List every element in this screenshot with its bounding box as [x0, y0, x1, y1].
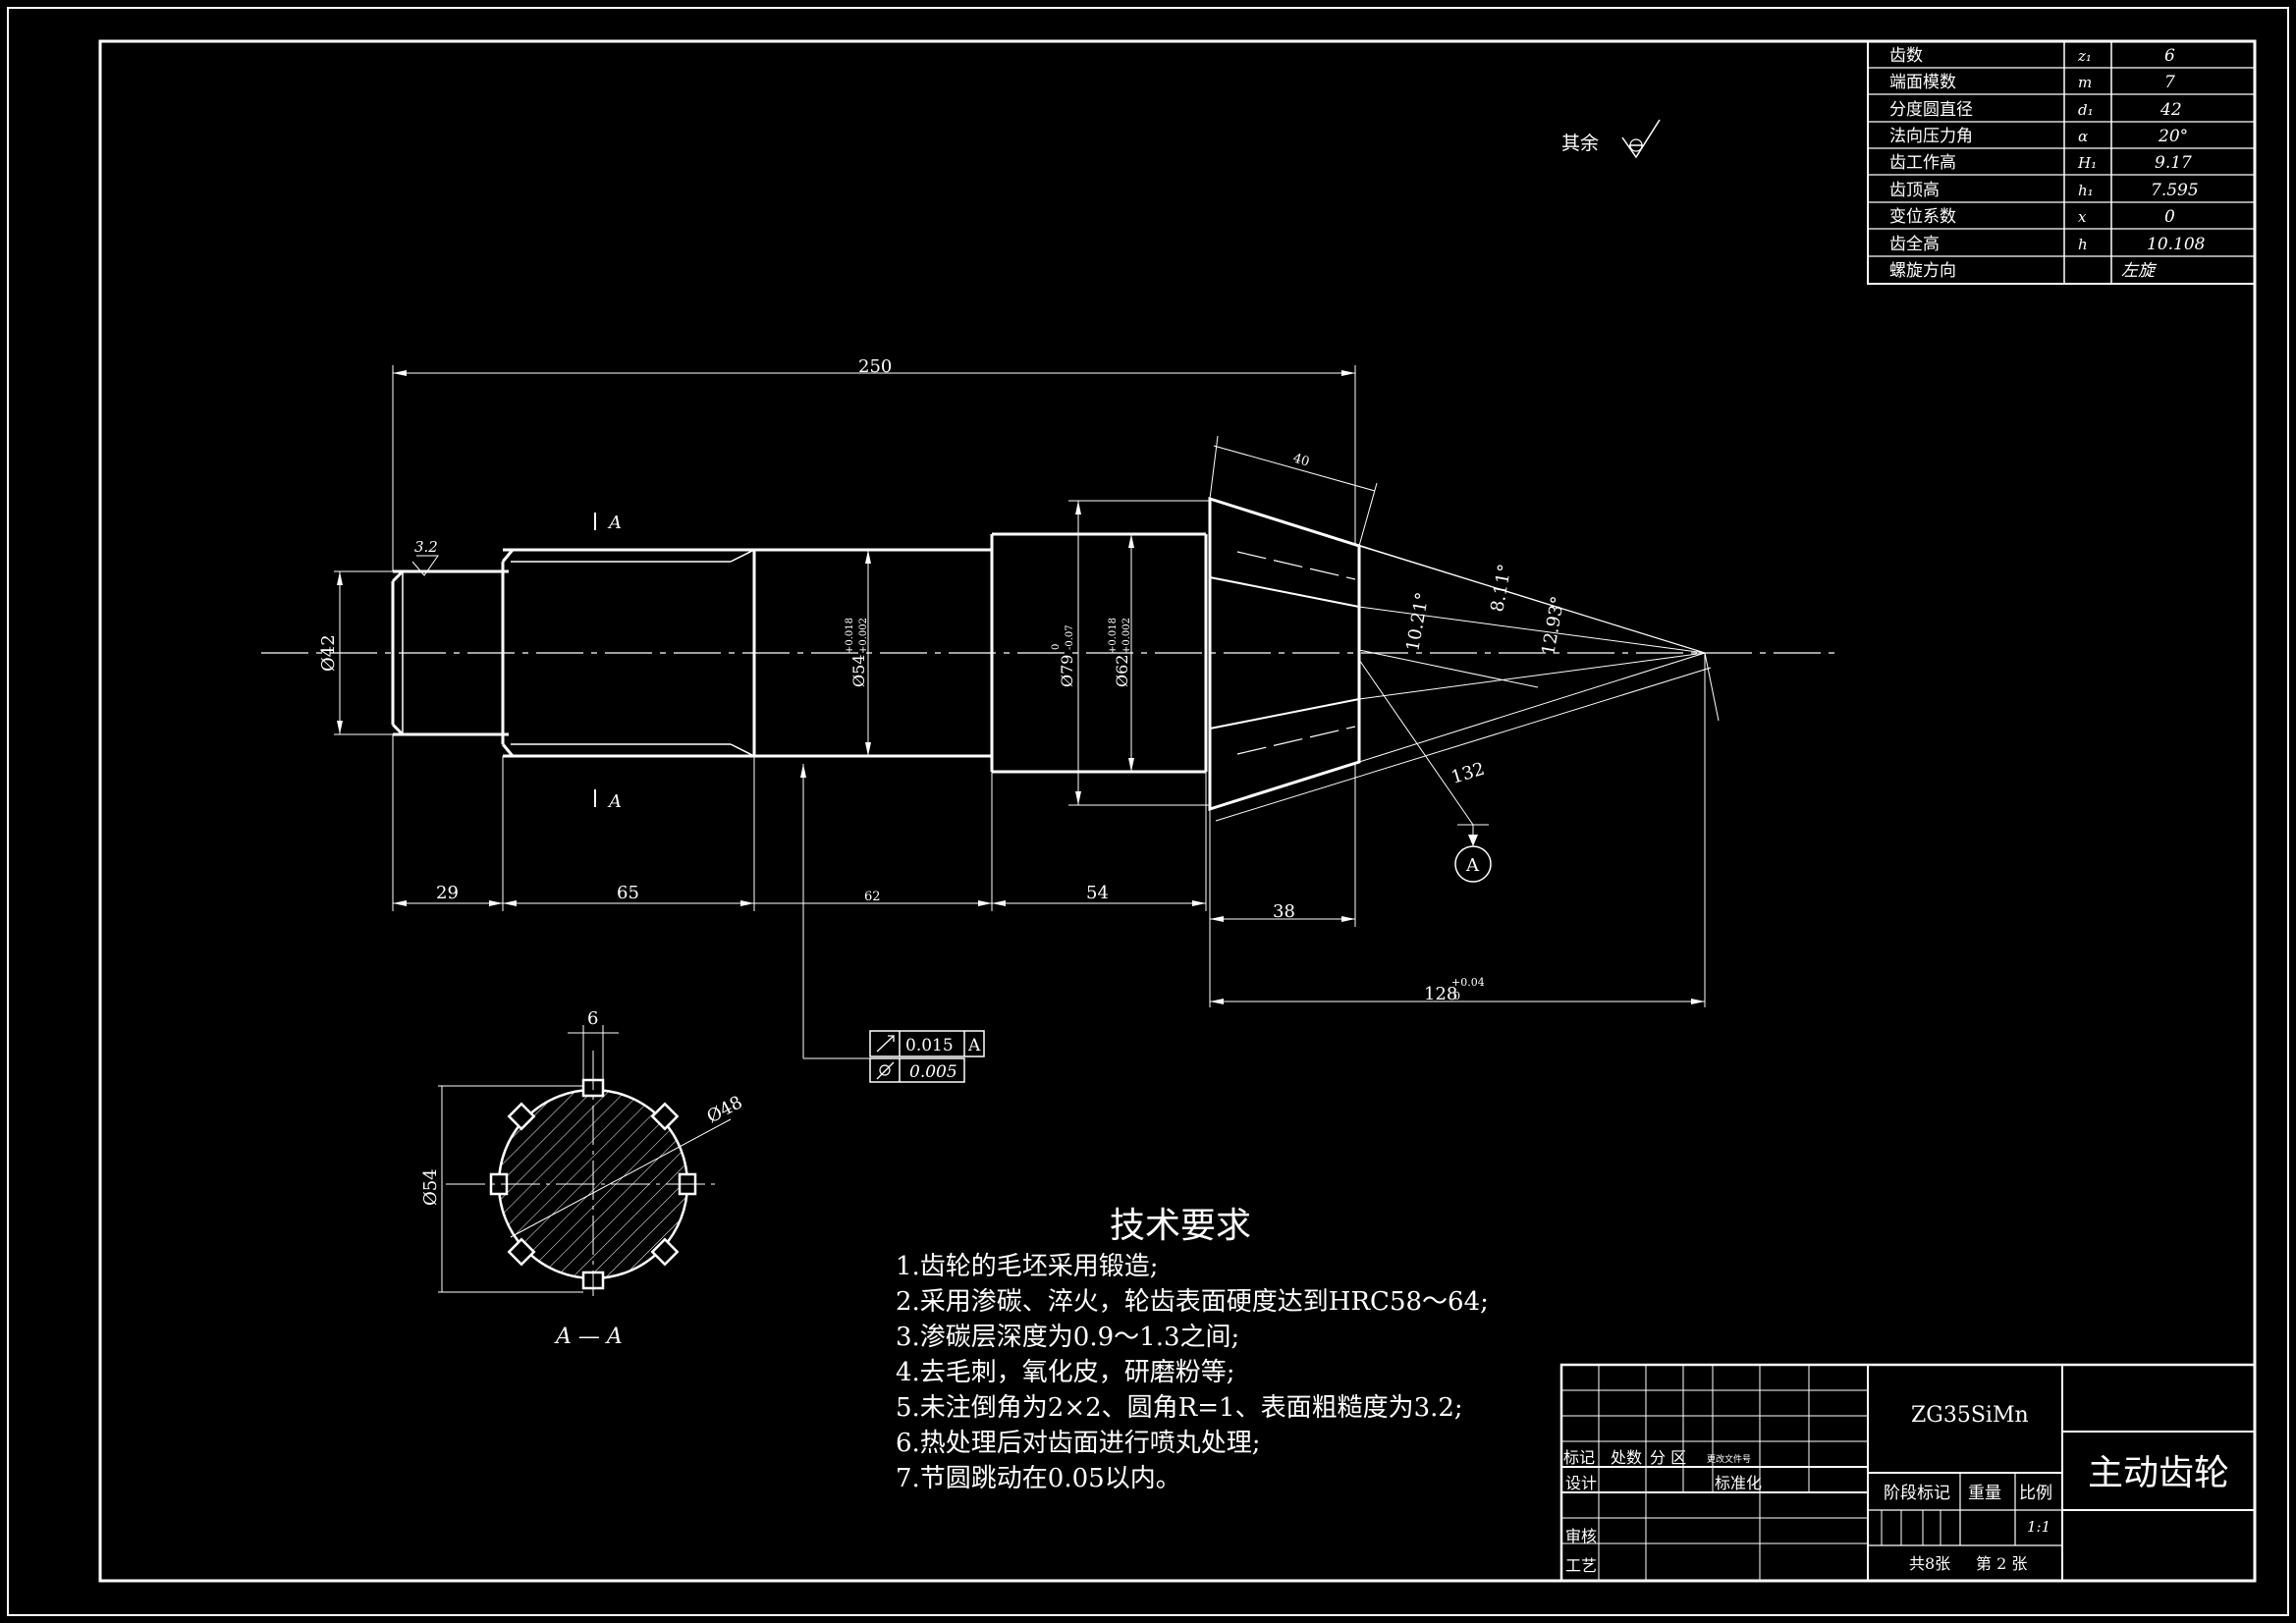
section-a-a: 6 Ø54 Ø48 A — A — [420, 1008, 746, 1349]
gear-param-table: 齿数 端面模数 分度圆直径 法向压力角 齿工作高 齿顶高 变位系数 齿全高 螺旋… — [1867, 40, 2256, 285]
section-mark-top: A — [607, 513, 622, 533]
shaft-main-view — [261, 496, 1834, 812]
runout-value: 0.015 — [905, 1036, 954, 1055]
material: ZG35SiMn — [1911, 1403, 2029, 1428]
tech-req-item: 7.节圆跳动在0.05以内。 — [896, 1464, 1181, 1493]
surface-roughness-note: 其余 — [1561, 119, 1661, 159]
dim-seg5: 38 — [1273, 901, 1295, 922]
tb-mark-label: 标记 — [1563, 1448, 1595, 1467]
section-title: A — A — [554, 1325, 623, 1349]
dim-bearing-diameter: Ø62 — [1113, 655, 1131, 687]
dim-overall-tol-low: 0 — [1453, 990, 1460, 1002]
param-name: 齿数 — [1889, 46, 1923, 66]
dimension-lines — [334, 365, 1712, 1059]
param-symbol: H₁ — [2077, 154, 2097, 172]
technical-requirements: 技术要求 1.齿轮的毛坯采用锻造; 2.采用渗碳、淬火，轮齿表面硬度达到HRC5… — [896, 1206, 1489, 1493]
param-symbol: m — [2078, 74, 2092, 91]
cylindricity-icon — [876, 1061, 895, 1080]
dim-seg3: 62 — [864, 890, 881, 904]
roughness-symbol-icon — [1621, 119, 1661, 159]
param-symbol: z₁ — [2077, 47, 2092, 65]
param-symbol: α — [2078, 128, 2088, 145]
title-block — [1559, 1363, 2257, 1583]
tech-req-item: 4.去毛刺，氧化皮，研磨粉等; — [896, 1358, 1235, 1387]
dim-roughness: 3.2 — [414, 538, 438, 556]
param-name: 齿工作高 — [1889, 153, 1956, 173]
outer-border — [7, 7, 2289, 1616]
param-value: 20° — [2158, 127, 2188, 146]
tech-req-item: 2.采用渗碳、淬火，轮齿表面硬度达到HRC58～64; — [896, 1287, 1489, 1317]
param-symbol: x — [2078, 208, 2087, 226]
tb-design-label: 设计 — [1565, 1474, 1597, 1492]
param-value: 左旋 — [2121, 261, 2158, 281]
dim-cone-face: 40 — [1291, 451, 1311, 469]
param-value: 42 — [2159, 100, 2182, 120]
param-name: 螺旋方向 — [1889, 261, 1956, 281]
part-name: 主动齿轮 — [2088, 1453, 2229, 1493]
tb-total-sheets: 共8张 — [1909, 1554, 1950, 1573]
title-block-texts: ZG35SiMn 主动齿轮 标记 处数 分 区 更改文件号 设计 标准化 审核 … — [1563, 1403, 2229, 1575]
section-outer-diameter: Ø54 — [420, 1168, 441, 1206]
tb-scale-label: 比例 — [2019, 1484, 2052, 1503]
tb-count-label: 处数 — [1611, 1448, 1642, 1467]
param-value: 9.17 — [2155, 153, 2192, 173]
dim-spline-tol-up: +0.018 — [845, 618, 855, 654]
dim-overall-tol-up: +0.04 — [1451, 976, 1485, 989]
tb-standard-label: 标准化 — [1715, 1474, 1762, 1492]
param-value: 7.595 — [2151, 181, 2199, 200]
tech-req-title: 技术要求 — [1110, 1206, 1251, 1246]
tb-weight-label: 重量 — [1968, 1484, 2001, 1503]
param-symbol: d₁ — [2078, 101, 2094, 119]
runout-icon — [876, 1035, 895, 1053]
tech-req-item: 3.渗碳层深度为0.9～1.3之间; — [896, 1323, 1239, 1352]
dim-seg1: 29 — [436, 883, 459, 903]
dim-collar-tol-up: 0 — [1051, 644, 1062, 650]
param-name: 变位系数 — [1889, 207, 1956, 227]
tolerance-frame: 0.015 A 0.005 — [869, 1030, 985, 1083]
tb-stage-label: 阶段标记 — [1884, 1484, 1950, 1503]
param-name: 分度圆直径 — [1889, 100, 1973, 120]
tech-req-item: 1.齿轮的毛坯采用锻造; — [896, 1252, 1159, 1281]
dim-spline-diameter: Ø54 — [849, 655, 868, 687]
datum-a-marker: A — [1454, 845, 1492, 883]
dim-collar-diameter: Ø79 — [1058, 655, 1076, 687]
dim-seg4: 54 — [1086, 883, 1109, 903]
param-symbol: h — [2078, 236, 2088, 253]
tb-zone-label: 分 区 — [1650, 1448, 1686, 1467]
datum-a-label: A — [1465, 855, 1480, 876]
tb-change-doc-label: 更改文件号 — [1707, 1453, 1751, 1465]
dim-total-length: 250 — [858, 356, 892, 377]
param-symbol: h₁ — [2078, 182, 2094, 199]
dimension-arrows — [337, 370, 1705, 1004]
param-name: 端面模数 — [1889, 73, 1956, 92]
dim-bearing-tol-up: +0.018 — [1108, 618, 1119, 654]
dim-seg2: 65 — [617, 883, 639, 903]
dim-spline-tol-low: +0.002 — [858, 618, 869, 654]
section-mark-bottom: A — [607, 791, 622, 812]
tb-sheet-number: 第 2 张 — [1976, 1554, 2027, 1573]
param-value: 10.108 — [2147, 235, 2206, 254]
tb-process-label: 工艺 — [1565, 1556, 1597, 1575]
tech-req-item: 6.热处理后对齿面进行喷丸处理; — [896, 1429, 1261, 1458]
cylindricity-value: 0.005 — [909, 1062, 957, 1082]
runout-datum: A — [967, 1036, 981, 1055]
dim-overall: 128 — [1424, 984, 1457, 1004]
dim-collar-tol-low: -0.07 — [1065, 624, 1075, 650]
tb-review-label: 审核 — [1565, 1527, 1597, 1545]
dim-bearing-tol-low: +0.002 — [1121, 618, 1132, 654]
dim-end-diameter: Ø42 — [318, 634, 339, 672]
param-value: 6 — [2164, 46, 2175, 66]
param-value: 0 — [2164, 207, 2175, 227]
roughness-rest-label: 其余 — [1561, 133, 1599, 154]
param-value: 7 — [2164, 73, 2175, 92]
tb-scale-value: 1:1 — [2027, 1518, 2050, 1536]
param-name: 齿全高 — [1889, 235, 1940, 254]
drawing-frame — [98, 39, 2257, 1583]
param-name: 齿顶高 — [1889, 181, 1940, 200]
section-key-width: 6 — [587, 1008, 598, 1029]
tech-req-item: 5.未注倒角为2×2、圆角R=1、表面粗糙度为3.2; — [896, 1393, 1463, 1423]
param-name: 法向压力角 — [1889, 127, 1973, 146]
